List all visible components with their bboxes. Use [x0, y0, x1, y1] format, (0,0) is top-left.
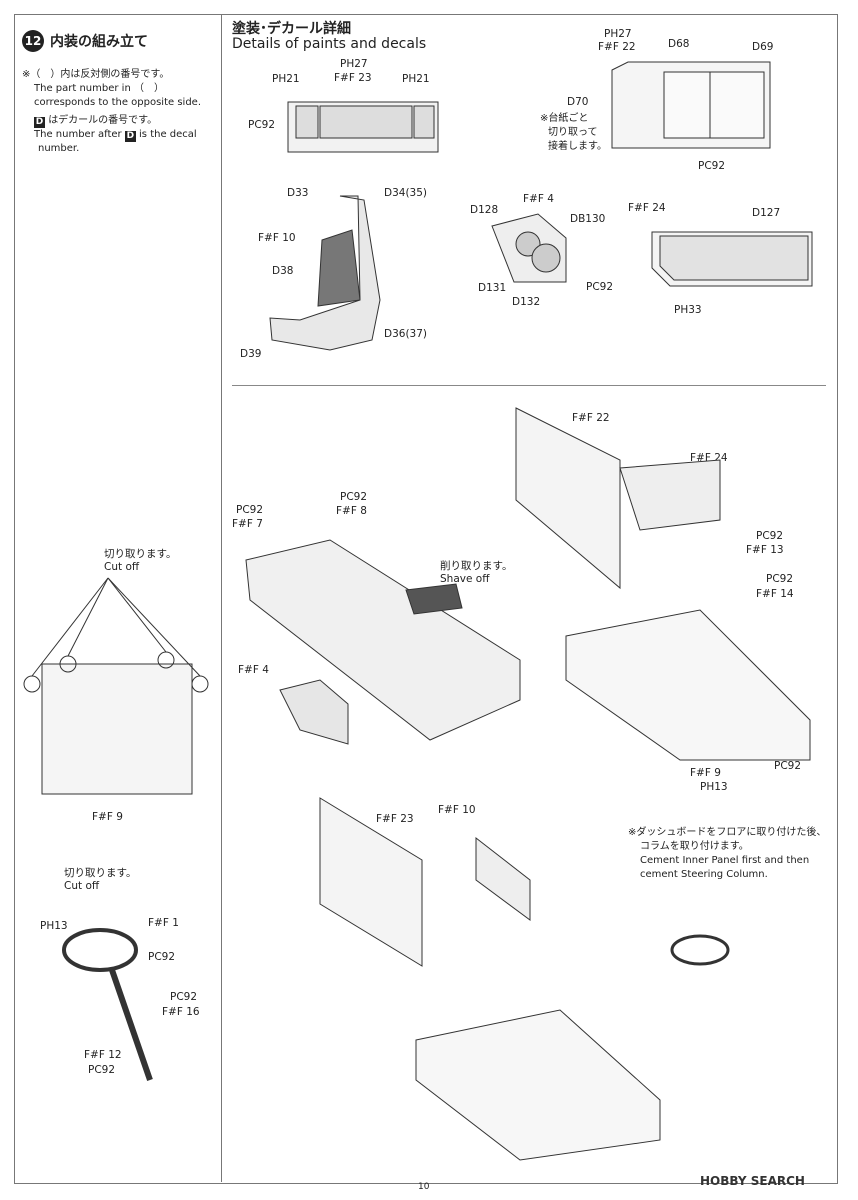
part-label: F#F 14	[756, 588, 794, 600]
part-label: F#F 7	[232, 518, 263, 530]
part-label: D68	[668, 38, 690, 50]
part-label: D33	[287, 187, 309, 199]
part-label: D38	[272, 265, 294, 277]
part-label: PC92	[88, 1064, 116, 1076]
part-label: D69	[752, 41, 774, 53]
shave-off-ja: 削り取ります。	[440, 560, 513, 572]
part-label: PH27	[604, 28, 632, 40]
section-divider	[232, 385, 826, 386]
decal-icon: D	[34, 117, 45, 128]
part-label: PC92	[148, 951, 176, 963]
part-label: PH33	[674, 304, 702, 316]
step-number-badge: 12	[22, 30, 44, 52]
page-frame	[14, 14, 838, 1184]
cut-off-ja-1: 切り取ります。	[104, 548, 177, 560]
watermark: HOBBY SEARCH	[700, 1174, 805, 1188]
part-label: F#F 9	[92, 811, 123, 823]
part-label: D131	[478, 282, 507, 294]
page-number: 10	[418, 1182, 430, 1192]
steering-wheel-illustration	[62, 928, 153, 1081]
cab-wall-illustration	[611, 61, 771, 149]
part-label: D39	[240, 348, 262, 360]
note-backing: ※台紙ごと 切り取って 接着します。	[540, 113, 607, 152]
part-label: F#F 22	[598, 41, 636, 53]
part-label: D128	[470, 204, 499, 216]
part-label: F#F 22	[572, 412, 610, 424]
part-label: D70	[567, 96, 589, 108]
cab-interior-illustration	[515, 407, 811, 761]
part-label: F#F 23	[376, 813, 414, 825]
part-label: D127	[752, 207, 781, 219]
part-label: F#F 1	[148, 917, 179, 929]
part-label: PH27	[340, 58, 368, 70]
part-label: PC92	[248, 119, 276, 131]
part-label: F#F 23	[334, 72, 372, 84]
part-label: D132	[512, 296, 541, 308]
part-label: F#F 4	[523, 193, 554, 205]
part-label: PC92	[236, 504, 264, 516]
cut-off-en-1: Cut off	[104, 561, 140, 573]
floor-mat-illustration	[651, 231, 813, 287]
part-label: PC92	[340, 491, 368, 503]
shave-off-en: Shave off	[440, 573, 490, 585]
cut-off-ja-2: 切り取ります。	[64, 867, 137, 879]
column-divider	[221, 14, 222, 1182]
part-label: F#F 9	[690, 767, 721, 779]
details-title-en: Details of paints and decals	[232, 36, 427, 52]
part-label: PC92	[698, 160, 726, 172]
final-assembly-illustration	[319, 797, 730, 1161]
seat-illustration	[269, 195, 381, 351]
part-label: F#F 12	[84, 1049, 122, 1061]
part-label: D36(37)	[384, 328, 427, 340]
rear-panel-cutoff-illustration	[23, 577, 209, 795]
part-label: PH13	[40, 920, 68, 932]
part-label: D34(35)	[384, 187, 427, 199]
gauge-panel-illustration	[491, 213, 567, 283]
part-label: PC92	[586, 281, 614, 293]
part-label: PH13	[700, 781, 728, 793]
note-dashboard: ※ダッシュボードをフロアに取り付けた後、 コラムを取り付けます。 Cement …	[628, 827, 827, 880]
part-label: F#F 10	[438, 804, 476, 816]
dashboard-illustration	[245, 539, 521, 745]
part-label: F#F 13	[746, 544, 784, 556]
part-label: DB130	[570, 213, 606, 225]
step-title: 内装の組み立て	[50, 34, 148, 50]
part-label: PH21	[402, 73, 430, 85]
part-label: F#F 24	[628, 202, 666, 214]
note-opposite: ※（ ）内は反対側の番号です。 The part number in （ ） c…	[22, 69, 201, 108]
part-label: PC92	[774, 760, 802, 772]
part-label: PC92	[170, 991, 198, 1003]
part-label: PH21	[272, 73, 300, 85]
part-label: F#F 4	[238, 664, 269, 676]
part-label: F#F 16	[162, 1006, 200, 1018]
part-label: F#F 10	[258, 232, 296, 244]
details-title-ja: 塗装･デカール詳細	[232, 21, 351, 37]
note-decal: D はデカールの番号です。 The number after D is the …	[34, 115, 197, 154]
cut-off-en-2: Cut off	[64, 880, 100, 892]
part-label: F#F 8	[336, 505, 367, 517]
rear-wall-illustration	[287, 101, 439, 153]
part-label: PC92	[766, 573, 794, 585]
part-label: PC92	[756, 530, 784, 542]
